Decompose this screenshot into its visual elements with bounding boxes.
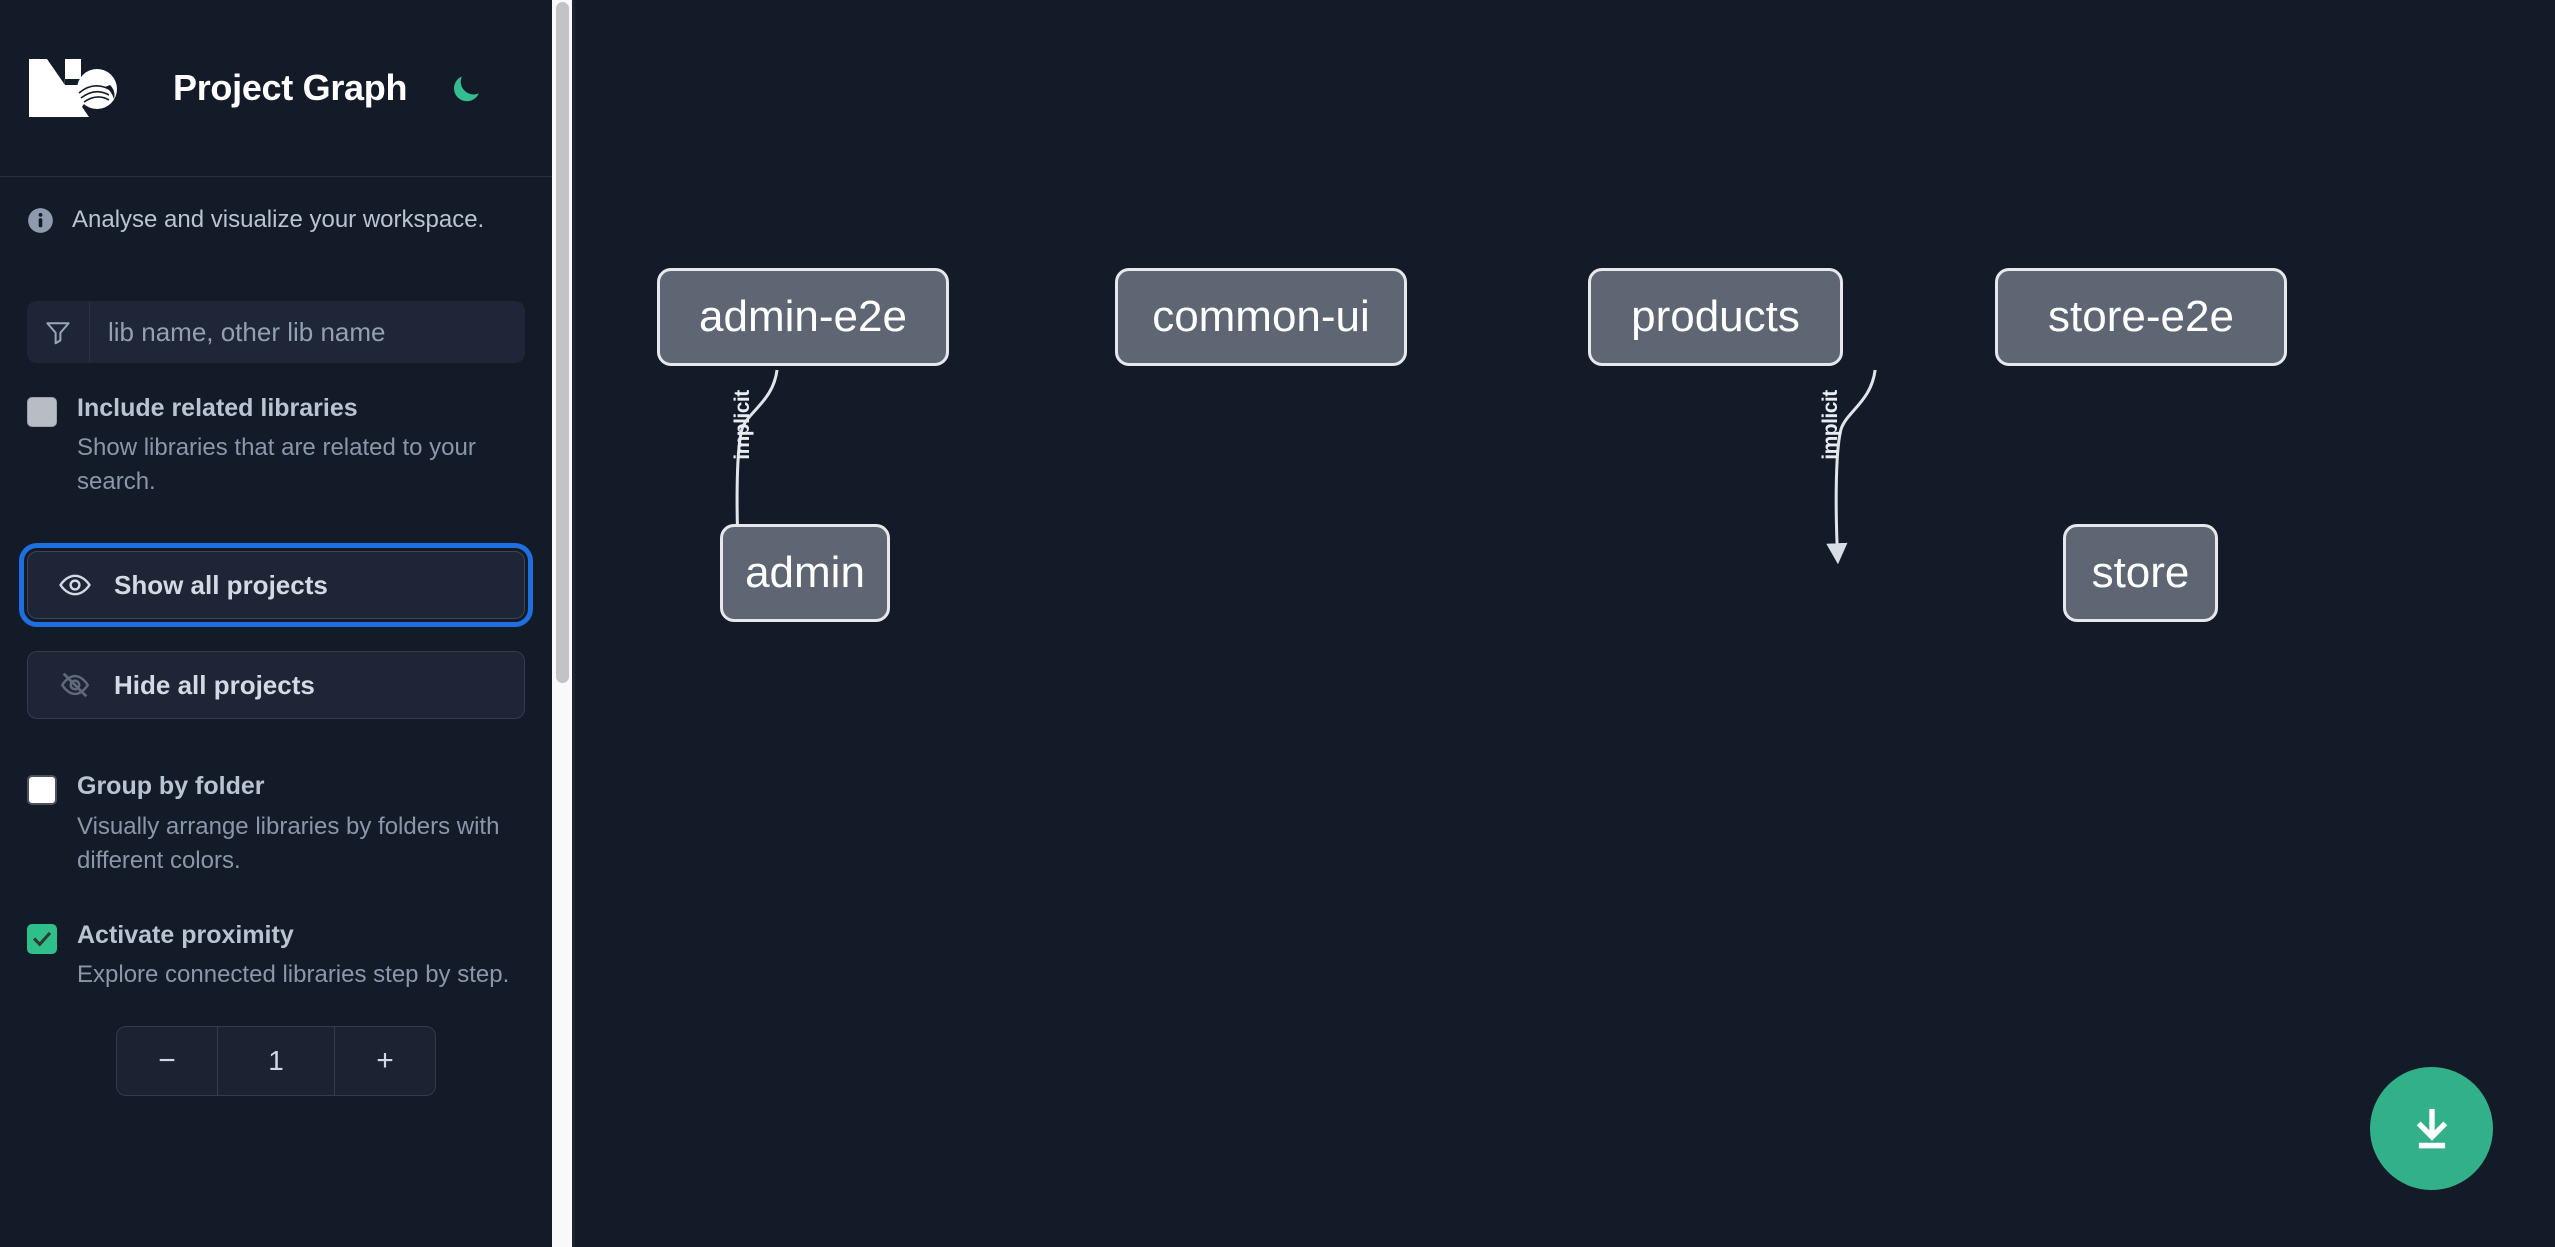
option-include-related-libraries[interactable]: Include related libraries Show libraries… [27,393,525,499]
search-box[interactable] [27,301,525,363]
workspace-info: Analyse and visualize your workspace. [0,177,552,263]
option-description: Visually arrange libraries by folders wi… [77,812,500,874]
sidebar-header: Project Graph [0,0,552,177]
graph-node-admin[interactable]: admin [720,524,890,622]
graph-canvas[interactable]: admin-e2e common-ui products store-e2e a… [575,0,2555,1247]
option-description: Show libraries that are related to your … [77,434,476,496]
option-body: Activate proximity Explore connected lib… [77,920,509,992]
edge-label-admin-implicit: implicit [731,390,754,460]
graph-edges [727,369,1877,565]
page-title: Project Graph [173,67,408,108]
project-visibility-actions: Show all projects Hide all projects [19,543,533,720]
graph-node-label: common-ui [1152,292,1370,341]
option-title: Group by folder [77,772,265,801]
show-all-projects-button[interactable]: Show all projects [19,543,533,628]
search-input[interactable] [90,301,525,363]
check-icon [32,931,52,947]
download-graph-button[interactable] [2370,1067,2493,1190]
panel-divider [572,0,575,1247]
workspace-info-text: Analyse and visualize your workspace. [72,206,485,233]
option-activate-proximity[interactable]: Activate proximity Explore connected lib… [27,920,525,992]
include-related-libraries-checkbox[interactable] [27,397,57,427]
proximity-increment-button[interactable]: + [335,1027,435,1096]
sidebar-body: Include related libraries Show libraries… [0,301,552,1097]
graph-node-label: store-e2e [2048,292,2234,341]
eye-off-icon [60,673,90,698]
proximity-stepper: − 1 + [116,1026,436,1097]
graph-node-products[interactable]: products [1588,268,1843,366]
option-body: Group by folder Visually arrange librari… [77,771,517,877]
graph-node-common-ui[interactable]: common-ui [1115,268,1407,366]
download-icon [2416,1108,2447,1148]
option-description: Explore connected libraries step by step… [77,961,510,989]
option-title: Activate proximity [77,920,294,949]
sidebar: Project Graph Analyse and visualize your… [0,0,552,1247]
graph-node-store-e2e[interactable]: store-e2e [1995,268,2287,366]
moon-icon[interactable] [445,67,487,109]
option-group-by-folder[interactable]: Group by folder Visually arrange librari… [27,771,525,877]
graph-node-store[interactable]: store [2063,524,2218,622]
eye-icon [59,574,91,596]
graph-node-label: products [1631,292,1800,341]
proximity-stepper-wrap: − 1 + [27,1026,525,1097]
hide-all-projects-label: Hide all projects [114,669,315,700]
option-title: Include related libraries [77,394,358,422]
sidebar-scrollbar-thumb[interactable] [556,2,569,683]
proximity-decrement-button[interactable]: − [117,1027,217,1096]
nx-logo-icon [29,59,117,117]
edge-label-store-implicit: implicit [1819,390,1842,460]
activate-proximity-checkbox[interactable] [27,923,57,954]
show-all-projects-label: Show all projects [114,569,328,600]
graph-node-label: store [2091,548,2190,597]
info-icon [28,207,53,233]
hide-all-projects-button[interactable]: Hide all projects [27,651,525,720]
group-by-folder-checkbox[interactable] [27,775,57,806]
graph-node-label: admin [745,548,865,597]
proximity-value: 1 [217,1027,335,1096]
graph-node-label: admin-e2e [699,292,907,341]
filter-icon [27,301,90,363]
graph-node-admin-e2e[interactable]: admin-e2e [657,268,949,366]
option-body: Include related libraries Show libraries… [77,393,517,499]
